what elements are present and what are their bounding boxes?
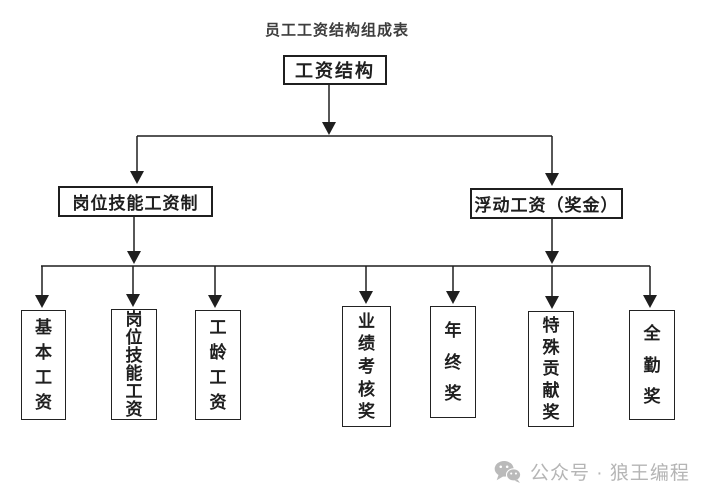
node-year-end-bonus: 年终奖 [430,306,476,418]
node-salary-structure: 工资结构 [283,55,387,85]
arrow-split-to-left-branch [130,136,144,184]
arrow-split-to-right-branch [545,136,559,186]
node-performance-award: 业绩考核奖 [342,306,391,427]
node-post-skill-wage-system: 岗位技能工资制 [58,186,213,217]
arrow-right-branch-to-bus [545,219,559,264]
arrow-bus-to-special-contribution-award [545,266,559,309]
arrow-bus-to-performance-award [359,266,373,304]
node-post-skill-wage: 岗位技能工资 [111,309,157,420]
arrow-root-to-split [322,85,336,135]
arrow-bus-to-basic-wage [35,266,49,308]
arrow-left-branch-to-bus [127,217,141,264]
node-full-attendance-award: 全勤奖 [629,310,675,420]
node-floating-wage-bonus: 浮动工资（奖金） [470,188,623,219]
diagram-title: 员工工资结构组成表 [264,22,409,39]
arrow-bus-to-year-end-bonus [446,266,460,304]
watermark: 公众号 · 狼王编程 [494,458,690,484]
arrow-bus-to-seniority-wage [208,266,222,308]
node-basic-wage: 基本工资 [21,310,66,420]
node-seniority-wage: 工龄工资 [195,310,241,420]
arrow-bus-to-full-attendance-award [643,266,657,308]
arrow-bus-to-post-skill-wage [126,266,140,307]
watermark-text: 公众号 · 狼王编程 [530,462,690,484]
node-special-contribution-award: 特殊贡献奖 [528,311,574,427]
wechat-icon [494,460,521,483]
